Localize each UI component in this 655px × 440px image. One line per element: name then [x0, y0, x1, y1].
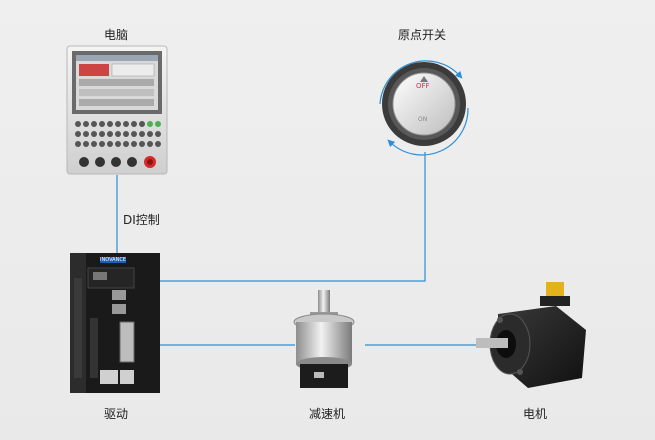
- servo-motor-device: [476, 282, 586, 388]
- computer-device: [66, 45, 168, 175]
- keypad: [75, 121, 161, 147]
- connection-lines: [116, 152, 480, 346]
- drive-label: 驱动: [104, 407, 129, 421]
- reducer-label: 减速机: [309, 407, 346, 421]
- origin-switch-device: [379, 60, 469, 156]
- origin-switch-label: 原点开关: [398, 28, 447, 42]
- drive-brand-text: INOVANCE: [100, 257, 126, 263]
- switch-off-text: OFF: [416, 82, 430, 90]
- di-control-label: DI控制: [123, 213, 160, 227]
- computer-label: 电脑: [104, 28, 129, 42]
- motor-label: 电机: [523, 407, 548, 421]
- switch-on-text: ON: [418, 116, 428, 123]
- panel-knobs: [79, 156, 156, 168]
- line-drive-to-origin-switch: [160, 152, 426, 282]
- gear-reducer-device: [293, 290, 355, 388]
- servo-drive-device: [70, 253, 160, 393]
